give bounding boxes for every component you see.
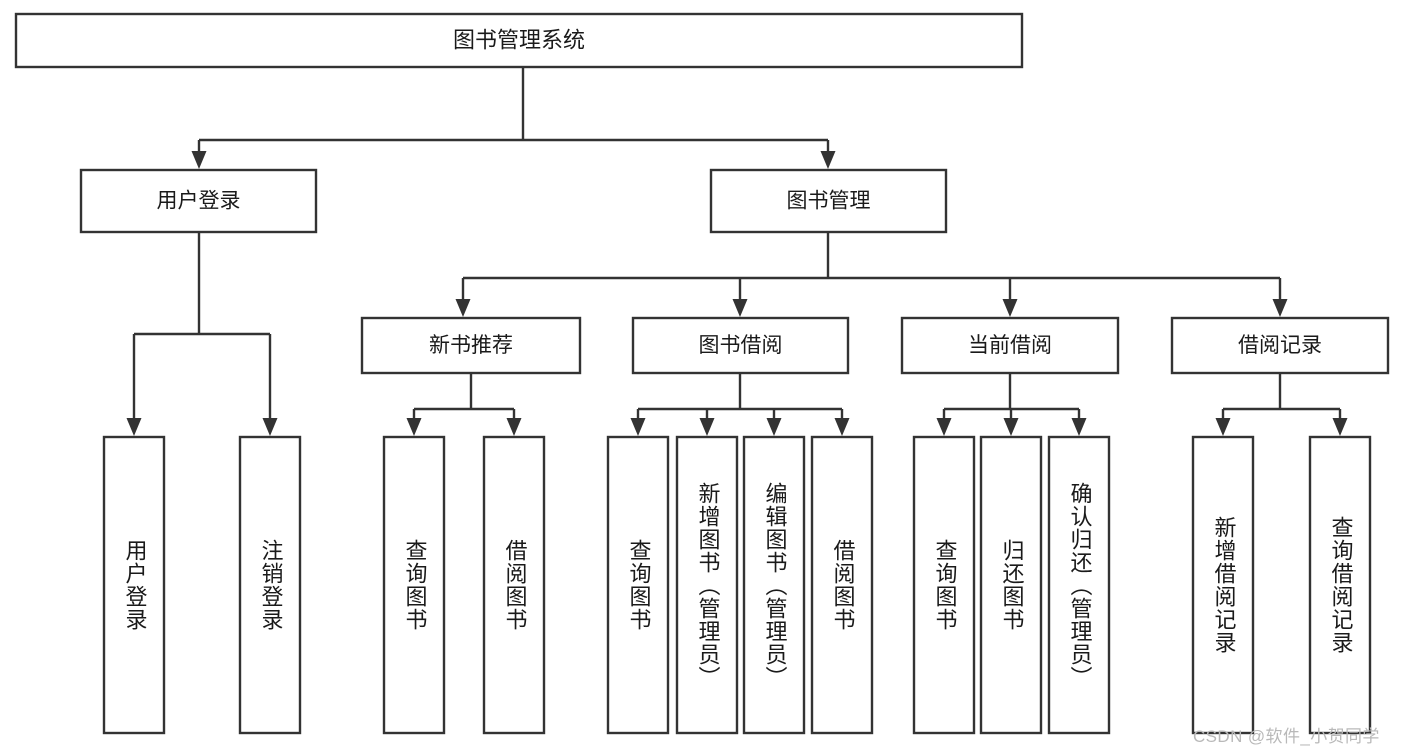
arrow-head-icon bbox=[1272, 299, 1288, 317]
node-level3-3[interactable] bbox=[1170, 316, 1390, 375]
node-leaf-7[interactable] bbox=[810, 435, 874, 735]
arrow-head-icon bbox=[766, 418, 782, 436]
node-level3-3-label: 借阅记录 bbox=[1238, 334, 1322, 357]
node-leaf-11[interactable] bbox=[1191, 435, 1255, 735]
connector-group-borrow-to-leaves bbox=[630, 373, 850, 436]
node-level2-1[interactable] bbox=[709, 168, 948, 234]
arrow-head-icon bbox=[834, 418, 850, 436]
arrow-head-icon bbox=[1002, 299, 1018, 317]
node-level3-2-label: 当前借阅 bbox=[968, 334, 1052, 357]
arrow-head-icon bbox=[191, 151, 207, 169]
connector-group-current-borrow-to-leaves bbox=[936, 373, 1087, 436]
node-leaf-12[interactable] bbox=[1308, 435, 1372, 735]
arrow-head-icon bbox=[699, 418, 715, 436]
arrow-head-icon bbox=[732, 299, 748, 317]
node-level3-2[interactable] bbox=[900, 316, 1120, 375]
node-level3-1-label: 图书借阅 bbox=[699, 334, 783, 357]
node-leaf-0[interactable] bbox=[102, 435, 166, 735]
node-leaf-4[interactable] bbox=[606, 435, 670, 735]
connector-group-new-book-to-leaves bbox=[406, 373, 522, 436]
arrow-head-icon bbox=[820, 151, 836, 169]
node-root-label: 图书管理系统 bbox=[453, 27, 585, 52]
arrow-head-icon bbox=[936, 418, 952, 436]
node-leaf-8[interactable] bbox=[912, 435, 976, 735]
node-root[interactable] bbox=[14, 12, 1024, 69]
node-level3-0-label: 新书推荐 bbox=[429, 334, 513, 357]
arrow-head-icon bbox=[406, 418, 422, 436]
connectors-layer bbox=[126, 67, 1348, 436]
arrow-head-icon bbox=[1332, 418, 1348, 436]
connector-group-root-to-level2 bbox=[191, 67, 836, 169]
arrow-head-icon bbox=[630, 418, 646, 436]
node-leaf-9[interactable] bbox=[979, 435, 1043, 735]
watermark-credit: CSDN @软件_小贺同学 bbox=[1193, 727, 1380, 746]
node-leaf-5[interactable] bbox=[675, 435, 739, 735]
node-leaf-6[interactable] bbox=[742, 435, 806, 735]
node-level3-0[interactable] bbox=[360, 316, 582, 375]
arrow-head-icon bbox=[262, 418, 278, 436]
node-leaf-2[interactable] bbox=[382, 435, 446, 735]
node-level2-0-label: 用户登录 bbox=[157, 190, 241, 213]
arrow-head-icon bbox=[126, 418, 142, 436]
boxes-layer bbox=[14, 12, 1390, 735]
node-level2-0[interactable] bbox=[79, 168, 318, 234]
node-level3-1[interactable] bbox=[631, 316, 850, 375]
arrow-head-icon bbox=[1071, 418, 1087, 436]
node-level2-1-label: 图书管理 bbox=[787, 190, 871, 213]
node-leaf-1[interactable] bbox=[238, 435, 302, 735]
arrow-head-icon bbox=[455, 299, 471, 317]
connector-group-record-to-leaves bbox=[1215, 373, 1348, 436]
node-leaf-10[interactable] bbox=[1047, 435, 1111, 735]
arrow-head-icon bbox=[1003, 418, 1019, 436]
node-leaf-3[interactable] bbox=[482, 435, 546, 735]
connector-group-book-manage-to-level3 bbox=[455, 232, 1288, 317]
connector-group-user-login-to-leaves bbox=[126, 232, 278, 436]
arrow-head-icon bbox=[1215, 418, 1231, 436]
arrow-head-icon bbox=[506, 418, 522, 436]
